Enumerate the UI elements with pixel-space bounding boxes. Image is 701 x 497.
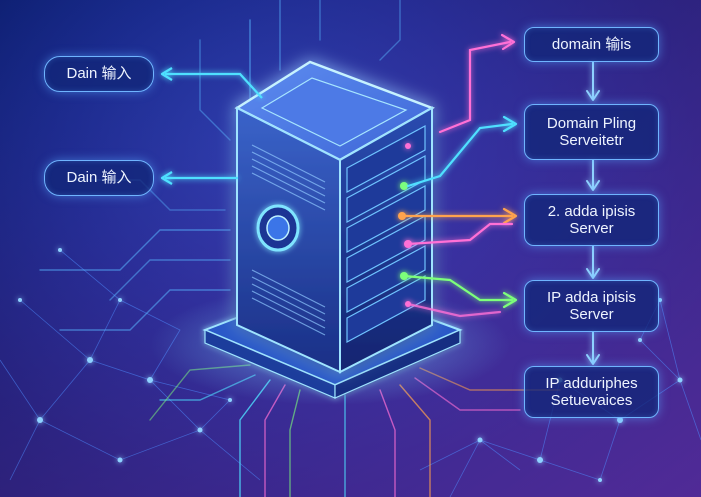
left-label-2: Dain 输入 [44,160,154,196]
left-label-2-text: Dain 输入 [66,169,132,187]
arrow-left-1 [165,72,263,99]
right-label-5-line-1: IP adduriphes [545,374,638,392]
left-label-1: Dain 输入 [44,56,154,92]
server-tower [234,60,435,374]
right-label-4-line-2: Server [569,306,614,323]
arrow-cyan [406,122,514,188]
right-label-3-line-1: 2. adda ipisis [547,202,636,220]
left-label-1-text: Dain 输入 [66,65,132,83]
arrow-pink [406,222,514,246]
right-label-3-line-2: Server [569,220,614,237]
right-connectors [400,33,518,318]
right-label-4: IP adda ipisis Server [524,280,659,332]
flow-arrows [586,61,600,365]
arrow-pink-top [438,40,512,134]
arrow-green [402,274,514,302]
left-connectors [160,67,263,185]
right-label-1-line-1: domain 输is [551,35,632,53]
right-label-3: 2. adda ipisis Server [524,194,659,246]
right-label-5: IP adduriphes Setuevaices [524,366,659,418]
right-label-4-line-1: IP adda ipisis [547,288,636,306]
arrow-pink-low [406,302,502,318]
rack-units [346,124,426,344]
right-label-2-line-1: Domain Pling [546,114,637,132]
right-label-2-line-2: Serveitetr [559,132,624,149]
power-button-icon [256,204,300,252]
right-label-5-line-2: Setuevaices [550,392,633,409]
right-label-1: domain 输is [524,27,659,62]
right-label-2: Domain Pling Serveitetr [524,104,659,160]
network-nodes [18,248,683,482]
